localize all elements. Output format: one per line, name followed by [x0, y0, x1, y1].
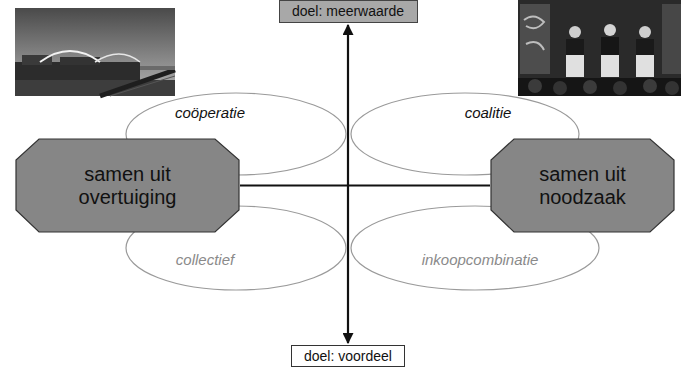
photo-press-conference	[518, 0, 681, 96]
form-label: inkoopcombinatie	[422, 251, 539, 268]
form-label: coalitie	[465, 104, 512, 121]
photo-bridge	[15, 8, 175, 96]
goal-box: doel: voordeel	[291, 345, 405, 367]
motive-axis	[240, 184, 490, 186]
goal-label: doel: meerwaarde	[292, 3, 404, 19]
motive-label: samen uit noodzaak	[520, 163, 645, 209]
motive-octagon: samen uit overtuiging	[15, 138, 240, 233]
form-label: collectief	[176, 251, 234, 268]
goal-label: doel: voordeel	[304, 348, 392, 364]
form-label: coöperatie	[175, 104, 245, 121]
motive-octagon: samen uit noodzaak	[490, 138, 675, 233]
motive-label: samen uit overtuiging	[45, 163, 210, 209]
goal-axis	[347, 25, 349, 343]
goal-box: doel: meerwaarde	[279, 0, 418, 23]
